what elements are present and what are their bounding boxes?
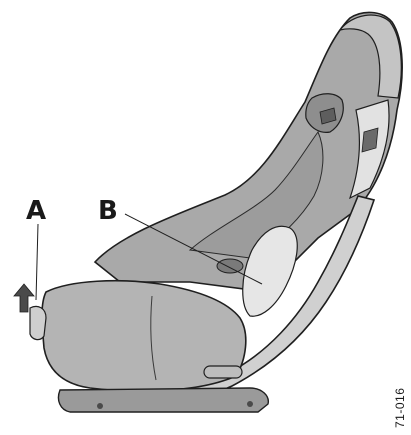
callout-b: B [98,196,118,226]
adjustment-lever-a [30,306,46,339]
lumbar-knob [217,259,243,273]
mount-bolt-front [97,403,103,409]
leader-line-a [36,224,38,300]
mount-bolt-rear [247,401,253,407]
mount-slot [204,366,242,378]
figure-reference: 71-016 [393,388,407,428]
frame-wing-slot [362,128,378,152]
callout-a: A [26,196,46,226]
seat-base [58,388,268,412]
